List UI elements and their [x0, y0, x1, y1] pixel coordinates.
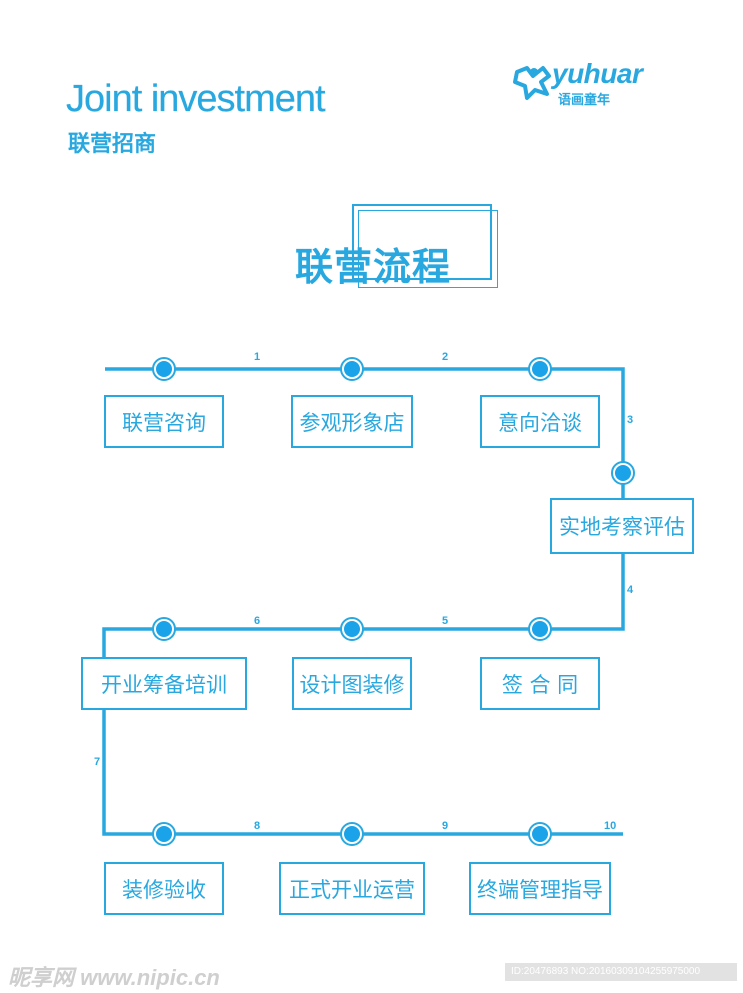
flow-node — [611, 461, 635, 485]
step-number: 5 — [442, 615, 449, 627]
step-number: 8 — [254, 820, 261, 832]
logo-mark-icon — [513, 66, 551, 100]
step-number: 3 — [627, 414, 634, 426]
step-number: 10 — [604, 820, 617, 832]
step-box: 联营咨询 — [104, 395, 224, 448]
step-box: 意向洽谈 — [480, 395, 600, 448]
flow-node — [152, 357, 176, 381]
title-frame-inner — [358, 210, 498, 288]
logo-brand: yuhuar — [552, 58, 643, 89]
step-box: 签 合 同 — [480, 657, 600, 710]
flow-node — [152, 822, 176, 846]
flow-node — [528, 617, 552, 641]
watermark-left: 昵享网 www.nipic.cn — [8, 965, 220, 990]
diagram-title: 联营流程 — [295, 245, 452, 289]
flow-node — [340, 822, 364, 846]
flow-node — [528, 822, 552, 846]
step-number: 9 — [442, 820, 449, 832]
step-box: 参观形象店 — [291, 395, 413, 448]
step-box: 正式开业运营 — [279, 862, 425, 915]
flow-node — [528, 357, 552, 381]
flow-node — [152, 617, 176, 641]
step-box: 实地考察评估 — [550, 498, 694, 554]
step-number: 6 — [254, 615, 261, 627]
flow-node — [340, 357, 364, 381]
step-number: 2 — [442, 351, 449, 363]
step-number: 4 — [627, 584, 634, 596]
logo-subtitle: 语画童年 — [558, 93, 611, 108]
step-number: 1 — [254, 351, 261, 363]
step-box: 设计图装修 — [292, 657, 412, 710]
step-box: 开业筹备培训 — [81, 657, 247, 710]
step-number: 7 — [94, 756, 101, 768]
step-box: 装修验收 — [104, 862, 224, 915]
watermark-right: ID:20476893 NO:20160309104255975000 — [505, 963, 737, 981]
header-title-en: Joint investment — [66, 78, 326, 120]
title-frame-outer — [352, 204, 492, 280]
flow-node — [340, 617, 364, 641]
step-box: 终端管理指导 — [469, 862, 611, 915]
header-title-zh: 联营招商 — [68, 132, 157, 157]
